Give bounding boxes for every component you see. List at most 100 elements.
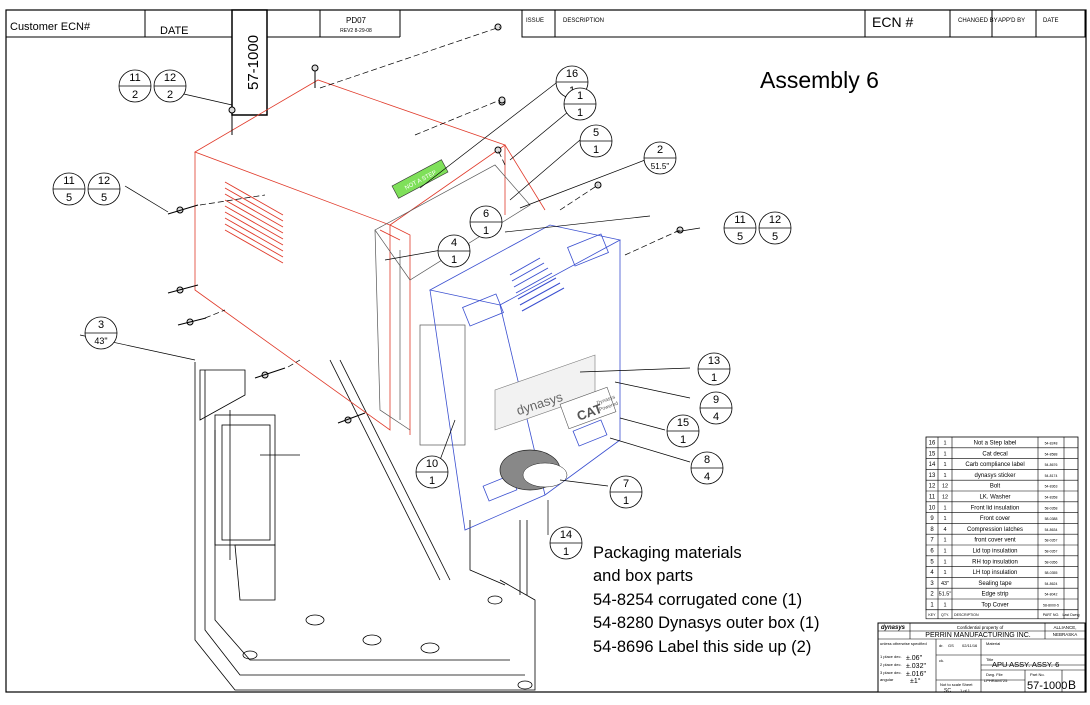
part-value: 57-1000 [1027,680,1067,692]
svg-text:10: 10 [426,458,438,470]
svg-text:51.5": 51.5" [651,162,670,171]
bom-desc: Lid top insulation [972,549,1017,555]
bom-qty: 1 [943,505,946,511]
bom-qty: 1 [943,441,946,447]
svg-text:12: 12 [164,72,176,84]
svg-text:9: 9 [713,394,719,406]
bom-qty: 12 [942,495,948,501]
bom-qty: 43" [941,581,949,587]
rev-issue-label: ISSUE [526,18,544,24]
svg-text:7: 7 [623,478,629,490]
tol-3-label: 3 place dec. [880,670,902,675]
svg-text:15: 15 [677,417,689,429]
rev-changed-by-label: CHANGED BY [958,18,998,24]
bom-item: 8 [930,527,934,533]
tolerance-note: unless otherwise specified [880,641,927,646]
date-value: 02/11/16 [962,643,978,648]
svg-text:1: 1 [451,254,457,266]
bom-item: 3 [930,581,934,587]
balloon-b10: 101 [415,455,449,489]
svg-text:5: 5 [66,192,72,204]
ck-label: ck. [939,658,944,663]
svg-text:1: 1 [429,475,435,487]
bom-desc: Cat decal [982,451,1007,457]
bom-qty: 1 [943,603,946,609]
svg-text:4: 4 [713,411,719,423]
bom-header-last: Last Dwng [1063,613,1080,617]
dwg-label: Dwg. File [986,672,1003,677]
svg-text:2: 2 [132,89,138,101]
balloon-b12a: 122 [153,69,187,103]
bom-header-key: KEY [928,613,936,617]
bom-qty: 1 [943,473,946,479]
svg-text:11: 11 [63,175,74,187]
bom-item: 2 [930,592,934,598]
svg-text:11: 11 [734,214,745,226]
title-block: dynasys Confidential property of PERRIN … [877,622,1086,694]
bom-row: 6 1 Lid top insulation 58-0357 [930,549,1057,555]
balloon-b8: 84 [690,451,724,485]
svg-text:43": 43" [94,336,107,346]
balloon-b7: 71 [609,475,643,509]
bom-part: 58-0357 [1045,550,1058,554]
svg-text:2: 2 [657,144,663,156]
packaging-line-2: and box parts [593,567,693,585]
balloon-b14: 141 [549,526,583,560]
apu-frame-stand [194,359,536,691]
bom-part: 54-8248 [1045,442,1058,446]
form-code: PD07 [346,16,367,25]
balloon-b1: 11 [563,87,597,121]
carb-compliance-label [522,462,568,488]
bom-item: 5 [930,559,934,565]
bom-desc: RH top insulation [972,559,1018,565]
svg-text:5: 5 [737,231,743,243]
packaging-line-4: 54-8280 Dynasys outer box (1) [593,614,820,632]
sheet-value: 1 of 1 [960,688,971,693]
bom-qty: 1 [943,549,946,555]
scale-value: SC [944,688,951,694]
balloon-b12c: 125 [758,211,792,245]
svg-text:5: 5 [772,231,778,243]
dr-value: GS [948,643,954,648]
bom-part: 58-0388 [1045,517,1058,521]
header-left-block: Customer ECN# DATE 57-1000 PD07 REV2 8-2… [6,9,401,116]
bom-qty: 12 [942,484,948,490]
cat-decal [559,386,617,430]
tol-angular-label: angular [880,677,894,682]
bom-desc: LK. Washer [979,495,1010,501]
bom-item: 6 [930,549,934,555]
dr-label: dr. [939,643,943,648]
leader-lines [79,79,701,535]
bom-header-desc: DESCRIPTION [954,613,979,617]
title-company: PERRIN MANUFACTURING INC. [925,632,1030,639]
balloon-b5: 51 [579,124,613,158]
bom-item: 15 [929,451,936,457]
dwg-value: LPHRAM725 [984,678,1008,683]
svg-text:1: 1 [577,107,583,119]
title-label: Title [986,657,994,662]
bom-part: 54-8174 [1045,474,1058,478]
rev-date-label: DATE [1043,18,1059,24]
bom-desc: Top Cover [981,603,1008,609]
tol-1-label: 1 place dec. [880,654,902,659]
tol-2-value: ±.032" [906,663,926,670]
bom-qty: 1 [943,538,946,544]
bom-desc: Edge strip [981,592,1009,598]
bom-header-qty: QTY. [941,613,949,617]
balloon-b11a: 112 [118,69,152,103]
bom-qty: 51.5" [939,592,952,598]
bom-desc: Sealing tape [978,581,1012,587]
svg-text:1: 1 [680,434,686,446]
form-rev: REV2 8-29-08 [340,28,372,34]
bom-part: 58-0357 [1045,539,1058,543]
